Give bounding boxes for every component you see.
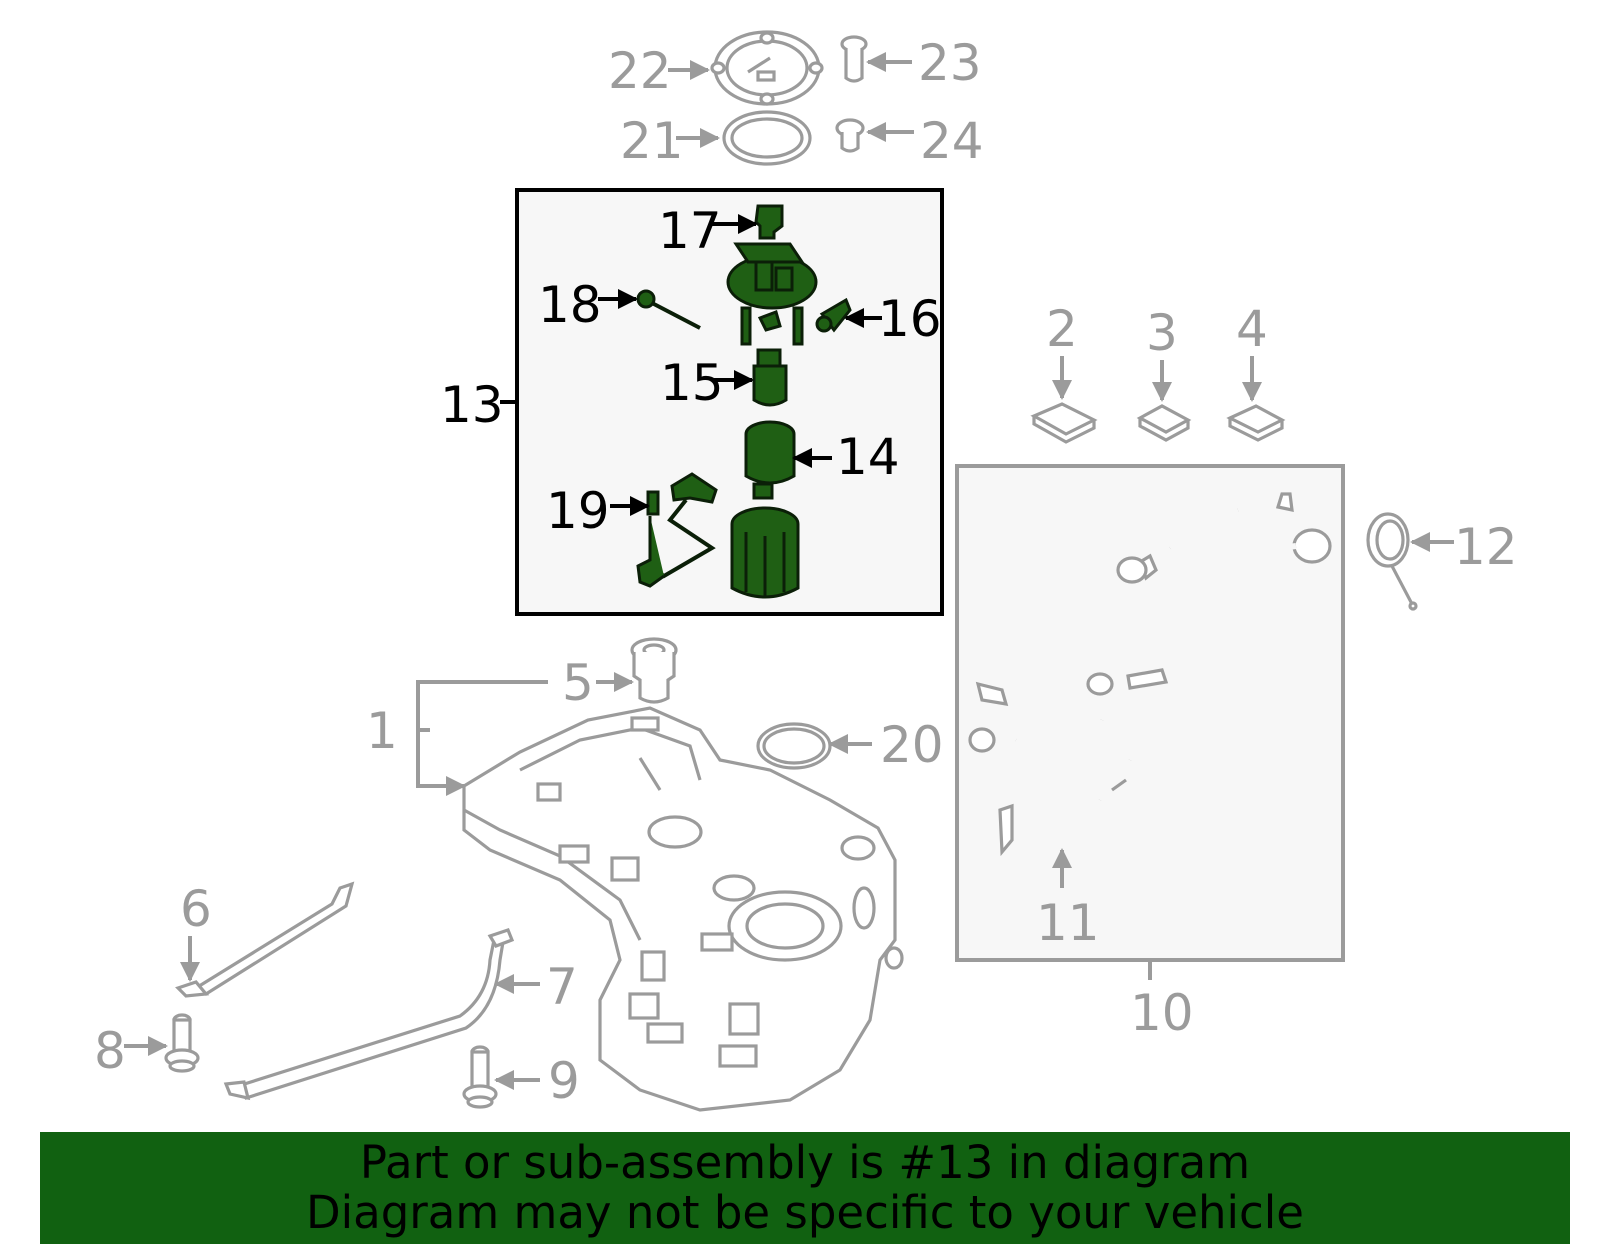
filler-neck-part bbox=[968, 492, 1332, 857]
bolt-23-part bbox=[840, 35, 868, 83]
pad-2-part bbox=[1030, 402, 1098, 444]
bolt-8-part bbox=[164, 1013, 200, 1073]
callout-5: 5 bbox=[562, 654, 594, 712]
sender-19-part bbox=[636, 472, 718, 588]
filler-cap-5-part bbox=[630, 637, 678, 704]
callout-9: 9 bbox=[548, 1052, 580, 1110]
callout-7: 7 bbox=[546, 958, 578, 1016]
pad-4-part bbox=[1226, 404, 1286, 442]
callout-14: 14 bbox=[836, 428, 900, 486]
banner-line-1: Part or sub-assembly is #13 in diagram bbox=[359, 1136, 1251, 1189]
callout-3: 3 bbox=[1146, 304, 1178, 362]
bolt-9-part bbox=[462, 1045, 498, 1109]
reservoir-part bbox=[730, 506, 800, 599]
callout-2: 2 bbox=[1046, 300, 1078, 358]
callout-13: 13 bbox=[440, 376, 504, 434]
callout-19: 19 bbox=[546, 482, 610, 540]
fuel-tank-part bbox=[462, 706, 904, 1112]
callout-1: 1 bbox=[366, 702, 398, 760]
callout-10: 10 bbox=[1130, 984, 1194, 1042]
callout-6: 6 bbox=[180, 880, 212, 938]
banner-line-2: Diagram may not be specific to your vehi… bbox=[306, 1186, 1304, 1239]
pump-motor-15-part bbox=[752, 348, 788, 407]
callout-20: 20 bbox=[880, 716, 944, 774]
grommet-24-part bbox=[835, 118, 865, 153]
callout-11: 11 bbox=[1036, 894, 1100, 952]
callout-16: 16 bbox=[878, 290, 942, 348]
fuel-cap-12-part bbox=[1366, 512, 1418, 611]
pad-3-part bbox=[1136, 404, 1192, 442]
pump-flange-part bbox=[726, 242, 818, 346]
callout-18: 18 bbox=[538, 276, 602, 334]
callout-12: 12 bbox=[1454, 518, 1518, 576]
assembly-13-box bbox=[515, 188, 944, 616]
callout-4: 4 bbox=[1236, 300, 1268, 358]
callout-8: 8 bbox=[94, 1022, 126, 1080]
callout-21: 21 bbox=[620, 112, 684, 170]
parts-diagram: 22 23 21 24 13 17 18 16 15 bbox=[94, 30, 1518, 1112]
callout-17: 17 bbox=[658, 202, 722, 260]
seal-ring-20-part bbox=[756, 722, 832, 770]
callout-15: 15 bbox=[660, 354, 724, 412]
filter-14-part bbox=[744, 420, 796, 500]
info-banner: Part or sub-assembly is #13 in diagram D… bbox=[40, 1132, 1570, 1244]
gasket-part bbox=[722, 110, 812, 166]
callout-22: 22 bbox=[608, 42, 672, 100]
strap-6-part bbox=[175, 881, 355, 998]
rod-18-part bbox=[636, 289, 701, 330]
strap-7-part bbox=[223, 928, 515, 1101]
callout-24: 24 bbox=[920, 112, 984, 170]
cover-plate-part bbox=[710, 30, 824, 106]
callout-23: 23 bbox=[918, 34, 982, 92]
